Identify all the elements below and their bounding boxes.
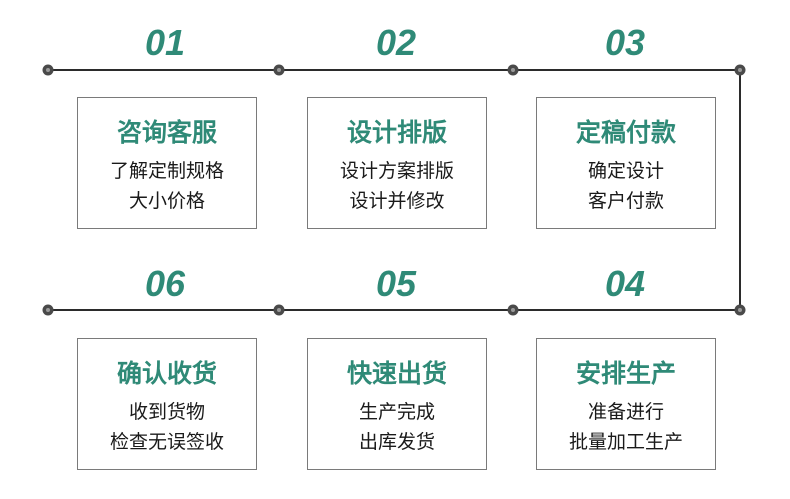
step-description: 了解定制规格 bbox=[109, 160, 224, 182]
step-title: 定稿付款 bbox=[575, 118, 676, 147]
step-number: 01 bbox=[144, 22, 186, 63]
connector-dot bbox=[507, 304, 519, 316]
step-number: 06 bbox=[144, 263, 186, 304]
step-description: 确定设计 bbox=[587, 160, 664, 182]
step-number: 02 bbox=[375, 22, 417, 63]
connector-dot bbox=[507, 64, 519, 76]
step-title: 安排生产 bbox=[575, 359, 676, 388]
connector-dot bbox=[273, 64, 285, 76]
connector-dot bbox=[273, 304, 285, 316]
connector-dot bbox=[42, 64, 54, 76]
step-description: 准备进行 bbox=[587, 401, 664, 423]
step-number: 05 bbox=[375, 263, 417, 304]
step-description: 设计并修改 bbox=[349, 190, 445, 212]
step-description: 收到货物 bbox=[128, 401, 205, 423]
step-description: 检查无误签收 bbox=[109, 431, 224, 453]
step-card: 安排生产 准备进行 批量加工生产 bbox=[536, 338, 716, 470]
step-description: 设计方案排版 bbox=[339, 160, 454, 182]
step-description: 大小价格 bbox=[128, 190, 205, 212]
connector-dot bbox=[734, 304, 746, 316]
step-number: 03 bbox=[604, 22, 646, 63]
step-description: 批量加工生产 bbox=[568, 431, 683, 453]
step-title: 咨询客服 bbox=[116, 118, 217, 147]
step-title: 快速出货 bbox=[346, 359, 447, 388]
step-card: 设计排版 设计方案排版 设计并修改 bbox=[307, 97, 487, 229]
step-card: 定稿付款 确定设计 客户付款 bbox=[536, 97, 716, 229]
step-description: 生产完成 bbox=[358, 401, 435, 423]
step-card: 确认收货 收到货物 检查无误签收 bbox=[77, 338, 257, 470]
step-card: 快速出货 生产完成 出库发货 bbox=[307, 338, 487, 470]
step-number: 04 bbox=[604, 263, 646, 304]
step-title: 确认收货 bbox=[116, 359, 217, 388]
step-description: 客户付款 bbox=[587, 190, 664, 212]
connector-dot bbox=[734, 64, 746, 76]
step-card: 咨询客服 了解定制规格 大小价格 bbox=[77, 97, 257, 229]
step-title: 设计排版 bbox=[346, 118, 447, 147]
step-description: 出库发货 bbox=[358, 431, 435, 453]
connector-dot bbox=[42, 304, 54, 316]
